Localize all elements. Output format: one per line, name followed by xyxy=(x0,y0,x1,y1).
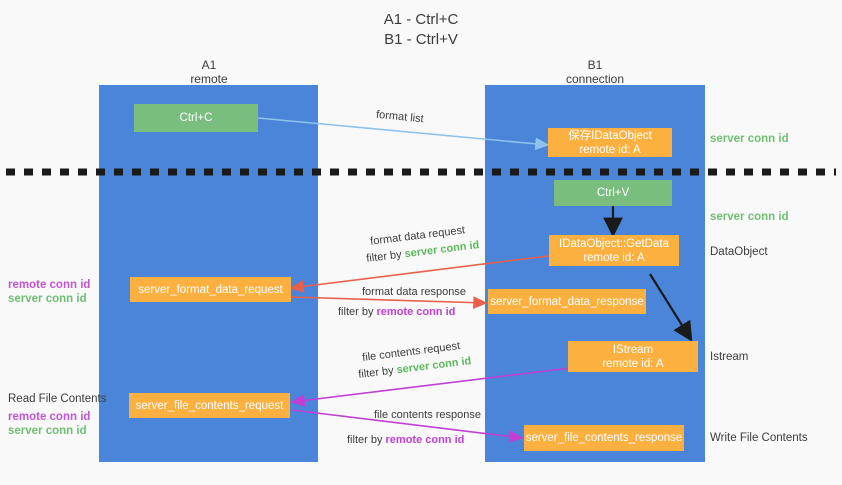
edge-label-format-data-response-filter-value: remote conn id xyxy=(376,306,456,318)
edge-label-file-contents-response-filter: filter by remote conn id xyxy=(347,433,464,448)
left-label-remote-conn-id-2: remote conn id xyxy=(8,411,91,423)
node-istream-line1: IStream xyxy=(612,343,654,356)
title-line-2: B1 - Ctrl+V xyxy=(384,31,458,48)
edge-label-file-contents-request-filter-prefix: filter by xyxy=(357,364,398,381)
node-server-file-contents-request-label: server_file_contents_request xyxy=(135,399,284,412)
column-header-b1-sub: connection xyxy=(565,72,625,86)
node-server-format-data-response[interactable]: server_format_data_response xyxy=(488,289,646,314)
node-ctrl-v[interactable]: Ctrl+V xyxy=(554,180,672,206)
node-save-idataobject-line1: 保存IDataObject xyxy=(568,129,652,142)
node-ctrl-c[interactable]: Ctrl+C xyxy=(134,104,258,132)
edge-label-format-list: format list xyxy=(375,108,425,126)
node-istream[interactable]: IStream remote id: A xyxy=(568,341,698,372)
right-label-server-conn-id-top: server conn id xyxy=(710,133,789,145)
right-label-dataobject: DataObject xyxy=(710,246,768,258)
left-label-server-conn-id-1: server conn id xyxy=(8,293,87,305)
node-idataobject-getdata[interactable]: IDataObject::GetData remote id: A xyxy=(549,235,679,266)
edge-label-file-contents-response-filter-prefix: filter by xyxy=(347,434,386,446)
edge-label-format-data-response: format data response xyxy=(362,286,466,298)
edge-label-format-data-response-filter: filter by remote conn id xyxy=(338,305,455,320)
right-label-istream: Istream xyxy=(710,351,749,363)
node-server-format-data-request-label: server_format_data_request xyxy=(138,283,283,296)
node-server-file-contents-request[interactable]: server_file_contents_request xyxy=(129,393,290,418)
node-server-file-contents-response-label: server_file_contents_response xyxy=(525,432,683,444)
column-header-a1: A1 remote xyxy=(129,58,289,86)
node-istream-line2: remote id: A xyxy=(602,357,664,370)
right-label-server-conn-id-second: server conn id xyxy=(710,211,789,223)
column-header-b1-name: B1 xyxy=(587,58,603,72)
edge-label-file-contents-response: file contents response xyxy=(374,409,482,421)
title-line-1: A1 - Ctrl+C xyxy=(383,11,459,28)
node-idataobject-getdata-line1: IDataObject::GetData xyxy=(559,237,669,250)
edge-label-format-data-request-filter-prefix: filter by xyxy=(365,248,406,265)
node-server-file-contents-response[interactable]: server_file_contents_response xyxy=(524,425,684,451)
node-ctrl-v-label: Ctrl+V xyxy=(596,187,630,199)
edge-label-format-data-response-filter-prefix: filter by xyxy=(338,306,377,318)
node-save-idataobject-line2: remote id: A xyxy=(579,143,641,156)
node-save-idataobject[interactable]: 保存IDataObject remote id: A xyxy=(548,128,672,157)
right-label-write-file-contents: Write File Contents xyxy=(710,432,808,444)
node-idataobject-getdata-line2: remote id: A xyxy=(583,251,645,264)
left-label-server-conn-id-2: server conn id xyxy=(8,425,87,437)
node-server-format-data-response-label: server_format_data_response xyxy=(490,295,644,308)
node-server-format-data-request[interactable]: server_format_data_request xyxy=(130,277,291,302)
left-label-remote-conn-id-1: remote conn id xyxy=(8,279,91,291)
node-ctrl-c-label: Ctrl+C xyxy=(179,112,213,124)
page-title: A1 - Ctrl+C B1 - Ctrl+V xyxy=(0,10,842,50)
column-header-a1-name: A1 xyxy=(201,58,217,72)
left-label-read-file-contents: Read File Contents xyxy=(8,393,107,405)
column-header-a1-sub: remote xyxy=(190,72,228,86)
edge-label-file-contents-response-filter-value: remote conn id xyxy=(385,434,465,446)
column-header-b1: B1 connection xyxy=(515,58,675,86)
